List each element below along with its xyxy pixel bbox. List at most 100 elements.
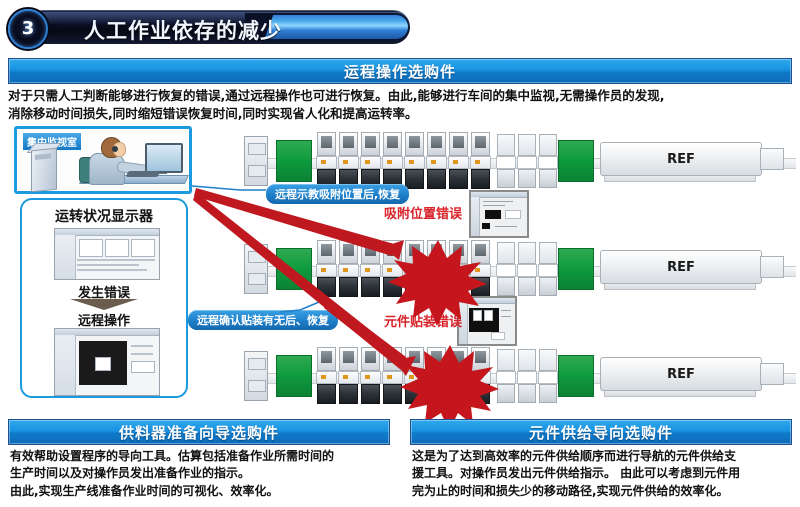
callout-remote-confirm-placement: 远程确认贴装有无后、恢复 — [188, 310, 338, 330]
mounter-unit — [316, 132, 337, 189]
paragraph-component-supply-guide: 这是为了达到高效率的元件供给顺序而进行导航的元件供给支 援工具。对操作员发出元件… — [412, 449, 741, 498]
mounter-unit — [404, 347, 425, 404]
loader-unit — [244, 351, 268, 401]
green-module-b — [558, 248, 594, 290]
screenshot-toolbar — [471, 192, 527, 198]
screenshot-row — [501, 310, 511, 311]
banner-remote-operation-label: 运程操作选购件 — [343, 62, 456, 81]
feeder-unit — [496, 347, 516, 403]
monitor-screen — [145, 143, 183, 173]
mounter-unit — [426, 347, 447, 404]
mounter-unit — [360, 347, 381, 404]
ref-unit-1: REF — [600, 142, 762, 176]
banner-remote-operation: 运程操作选购件 — [8, 58, 792, 84]
mounter-unit — [426, 240, 447, 297]
feeder-unit — [496, 240, 516, 296]
mounter-unit — [338, 347, 359, 404]
error-label-placement: 元件贴装错误 — [384, 315, 463, 330]
mounter-unit — [470, 240, 491, 297]
mounter-unit — [360, 240, 381, 297]
banner-feeder-setup-guide: 供料器准备向导选购件 — [8, 419, 390, 445]
screenshot-card — [131, 239, 155, 257]
screenshot-card — [79, 239, 103, 257]
mounter-unit — [448, 347, 469, 404]
feeder-bank — [496, 132, 558, 188]
error-screenshot-pickup-position — [469, 190, 529, 238]
feeder-unit — [517, 347, 537, 403]
title-bar-tail-cut — [245, 13, 287, 41]
ref-unit-label: REF — [667, 259, 695, 275]
green-module-a — [276, 248, 312, 290]
flow-label-remote-operation: 远程操作 — [77, 314, 130, 329]
screenshot-card — [95, 357, 111, 371]
monitoring-room-panel: 集中监视室 — [14, 126, 192, 194]
status-monitor-screenshot — [54, 228, 160, 280]
screenshot-row — [495, 226, 517, 227]
section-title-text: 人工作业依存的减少 — [84, 19, 282, 43]
ref-unit-label: REF — [667, 151, 695, 167]
green-module-a — [276, 355, 312, 397]
loader-unit — [244, 244, 268, 294]
screenshot-panel — [484, 310, 493, 321]
ref-unit-label: REF — [667, 366, 695, 382]
mounter-bank — [316, 132, 496, 189]
section-number-badge: 3 — [8, 9, 48, 49]
green-module-a — [276, 140, 312, 182]
ref-unit-tail — [760, 363, 784, 385]
mounter-unit — [382, 347, 403, 404]
ref-unit-tail — [760, 148, 784, 170]
screenshot-sidebar — [55, 235, 76, 279]
headset-icon — [112, 146, 118, 152]
machine-line-3: REF — [244, 345, 796, 407]
error-screenshot-placement — [457, 296, 517, 346]
paragraph-remote-operation: 对于只需人工判断能够进行恢复的错误,通过远程操作也可进行恢复。由此,能够进行车间… — [8, 88, 665, 122]
screenshot-card — [131, 361, 155, 373]
feeder-unit — [538, 347, 558, 403]
screenshot-row — [131, 353, 153, 355]
screenshot-row — [501, 316, 511, 317]
screenshot-card — [105, 239, 129, 257]
banner-component-supply-guide-label: 元件供给导向选购件 — [528, 423, 673, 442]
paragraph-feeder-setup-guide: 有效帮助设置程序的导向工具。估算包括准备作业所需时间的 生产时间以及对操作员发出… — [10, 449, 335, 498]
screenshot-row — [77, 269, 147, 271]
mounter-unit — [316, 240, 337, 297]
banner-feeder-setup-guide-label: 供料器准备向导选购件 — [118, 423, 279, 442]
loader-unit — [244, 136, 268, 186]
screenshot-toolbar — [55, 229, 159, 236]
ref-unit-3: REF — [600, 357, 762, 391]
title-bar-body: 人工作业依存的减少 — [26, 10, 410, 44]
mounter-unit — [448, 132, 469, 189]
machine-line-2: REF — [244, 238, 796, 300]
machine-line-1: REF — [244, 130, 796, 192]
screenshot-panel — [473, 310, 482, 321]
screenshot-toolbar — [459, 298, 515, 304]
keyboard-shape — [125, 171, 161, 177]
mounter-unit — [470, 347, 491, 404]
screenshot-row — [77, 259, 155, 261]
screenshot-part-view — [482, 223, 490, 229]
mounter-bank — [316, 347, 496, 404]
banner-component-supply-guide: 元件供给导向选购件 — [410, 419, 792, 445]
screenshot-row — [77, 264, 139, 266]
mounter-unit — [338, 240, 359, 297]
remote-operation-screenshot — [54, 328, 160, 396]
screenshot-toolbar — [55, 329, 159, 336]
ref-unit-tail — [760, 256, 784, 278]
mounter-unit — [470, 132, 491, 189]
screenshot-panel — [505, 210, 521, 219]
mounter-unit — [404, 240, 425, 297]
feeder-unit — [538, 132, 558, 188]
feeder-bank — [496, 347, 558, 403]
feeder-unit — [538, 240, 558, 296]
callout-remote-teach-pickup: 远程示教吸附位置后,恢复 — [266, 184, 410, 204]
section-title-bar: 人工作业依存的减少 3 — [8, 9, 410, 49]
screenshot-row — [483, 201, 513, 202]
mounter-unit — [316, 347, 337, 404]
feeder-unit — [517, 240, 537, 296]
mounter-unit — [382, 132, 403, 189]
screenshot-row — [483, 205, 505, 206]
section-number-label: 3 — [21, 18, 35, 39]
mounter-unit — [448, 240, 469, 297]
ref-unit-2: REF — [600, 250, 762, 284]
green-module-b — [558, 355, 594, 397]
